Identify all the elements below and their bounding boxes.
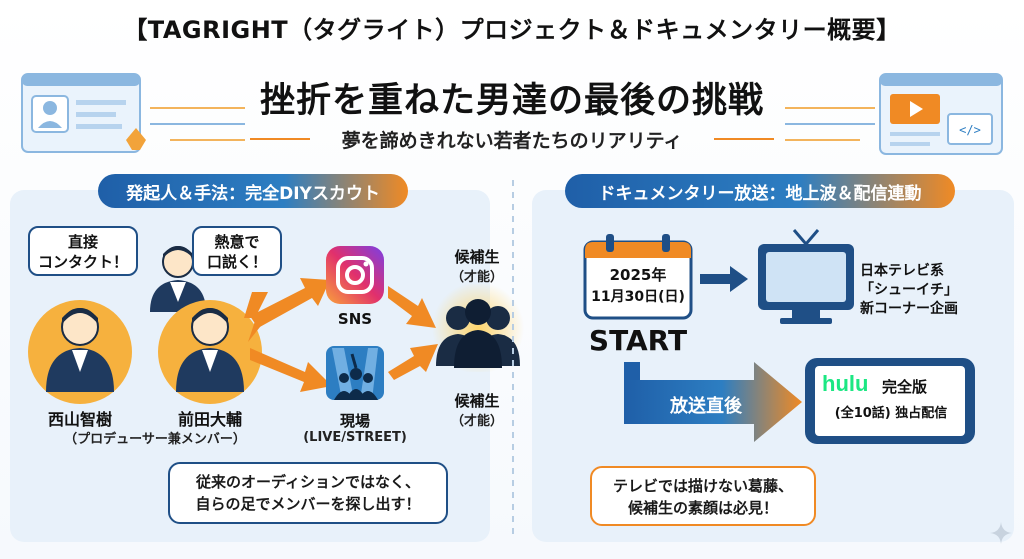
note-line: 自らの足でメンバーを探し出す！: [195, 495, 421, 513]
candidate-top-sub: （才能）: [450, 270, 503, 285]
date-day: 11月30日(日): [591, 289, 685, 305]
people-illustration: [28, 235, 272, 404]
field-label: 現場: [339, 412, 370, 430]
decorative-profile-window-icon: [21, 73, 245, 153]
bubble-line: 直接: [67, 233, 98, 251]
candidate-bottom-sub: （才能）: [450, 414, 503, 429]
svg-text:</>: </>: [959, 123, 981, 137]
hulu-episodes: (全10話) 独占配信: [834, 406, 948, 421]
tv-text-line: 新コーナー企画: [860, 301, 958, 317]
bubble-line: 口説く！: [206, 253, 267, 271]
hulu-logo: hulu: [822, 371, 869, 396]
note-line: 候補生の素顔は必見！: [627, 499, 778, 517]
tv-text-line: 「シューイチ」: [860, 282, 958, 298]
sns-label: SNS: [337, 310, 373, 328]
note-line: テレビでは描けない葛藤、: [612, 477, 793, 495]
headline: 挫折を重ねた男達の最後の挑戦: [259, 81, 764, 121]
tv-text-line: 日本テレビ系: [860, 263, 944, 279]
start-label: START: [588, 324, 688, 357]
field-sub-label: (LIVE/STREET): [303, 430, 407, 445]
bubble-direct-contact: 直接 コンタクト！: [28, 226, 138, 276]
right-note: テレビでは描けない葛藤、 候補生の素顔は必見！: [590, 466, 816, 526]
subheadline: 夢を諦めきれない若者たちのリアリティ: [341, 130, 683, 152]
panel-divider: [512, 180, 514, 540]
live-crowd-icon: [326, 346, 384, 400]
subheadline-rule: [250, 138, 774, 140]
left-note: 従来のオーディションではなく、 自らの足でメンバーを探し出す！: [168, 462, 448, 524]
date-year: 2025年: [609, 266, 667, 284]
tablet-frame: [805, 358, 975, 444]
instagram-icon: [326, 246, 384, 304]
hulu-full-version: 完全版: [882, 378, 928, 396]
arrow-label: 放送直後: [670, 396, 742, 417]
calendar-icon: [583, 234, 693, 320]
tv-program-text: 日本テレビ系 「シューイチ」 新コーナー企画: [860, 262, 990, 319]
arrows-to-candidates: [388, 286, 438, 380]
person2-name: 前田大輔: [177, 410, 242, 429]
broadcast-arrow: [624, 362, 802, 442]
person1-name: 西山智樹: [47, 410, 112, 429]
candidate-top-label: 候補生: [454, 248, 500, 266]
left-header: 発起人＆手法：完全DIYスカウト: [98, 174, 408, 208]
note-line: 従来のオーディションではなく、: [196, 473, 420, 491]
tv-icon: [758, 229, 854, 324]
sparkle-icon: [990, 522, 1012, 544]
candidate-bottom-label: 候補生: [454, 392, 500, 410]
arrow-to-tv: [700, 266, 748, 292]
bubble-persuade: 熱意で 口説く！: [192, 226, 282, 276]
candidates-group-icon: [432, 284, 524, 372]
decorative-video-window-icon: </>: [785, 73, 1003, 155]
tablet-screen: [815, 366, 965, 436]
right-header: ドキュメンタリー放送：地上波＆配信連動: [565, 174, 955, 208]
bubble-line: コンタクト！: [37, 253, 128, 271]
person-role: （プロデューサー兼メンバー）: [64, 432, 246, 447]
page-title: 【TAGRIGHT（タグライト）プロジェクト＆ドキュメンタリー概要】: [123, 16, 901, 44]
bubble-line: 熱意で: [214, 233, 260, 251]
arrows-to-channels: [250, 278, 332, 392]
